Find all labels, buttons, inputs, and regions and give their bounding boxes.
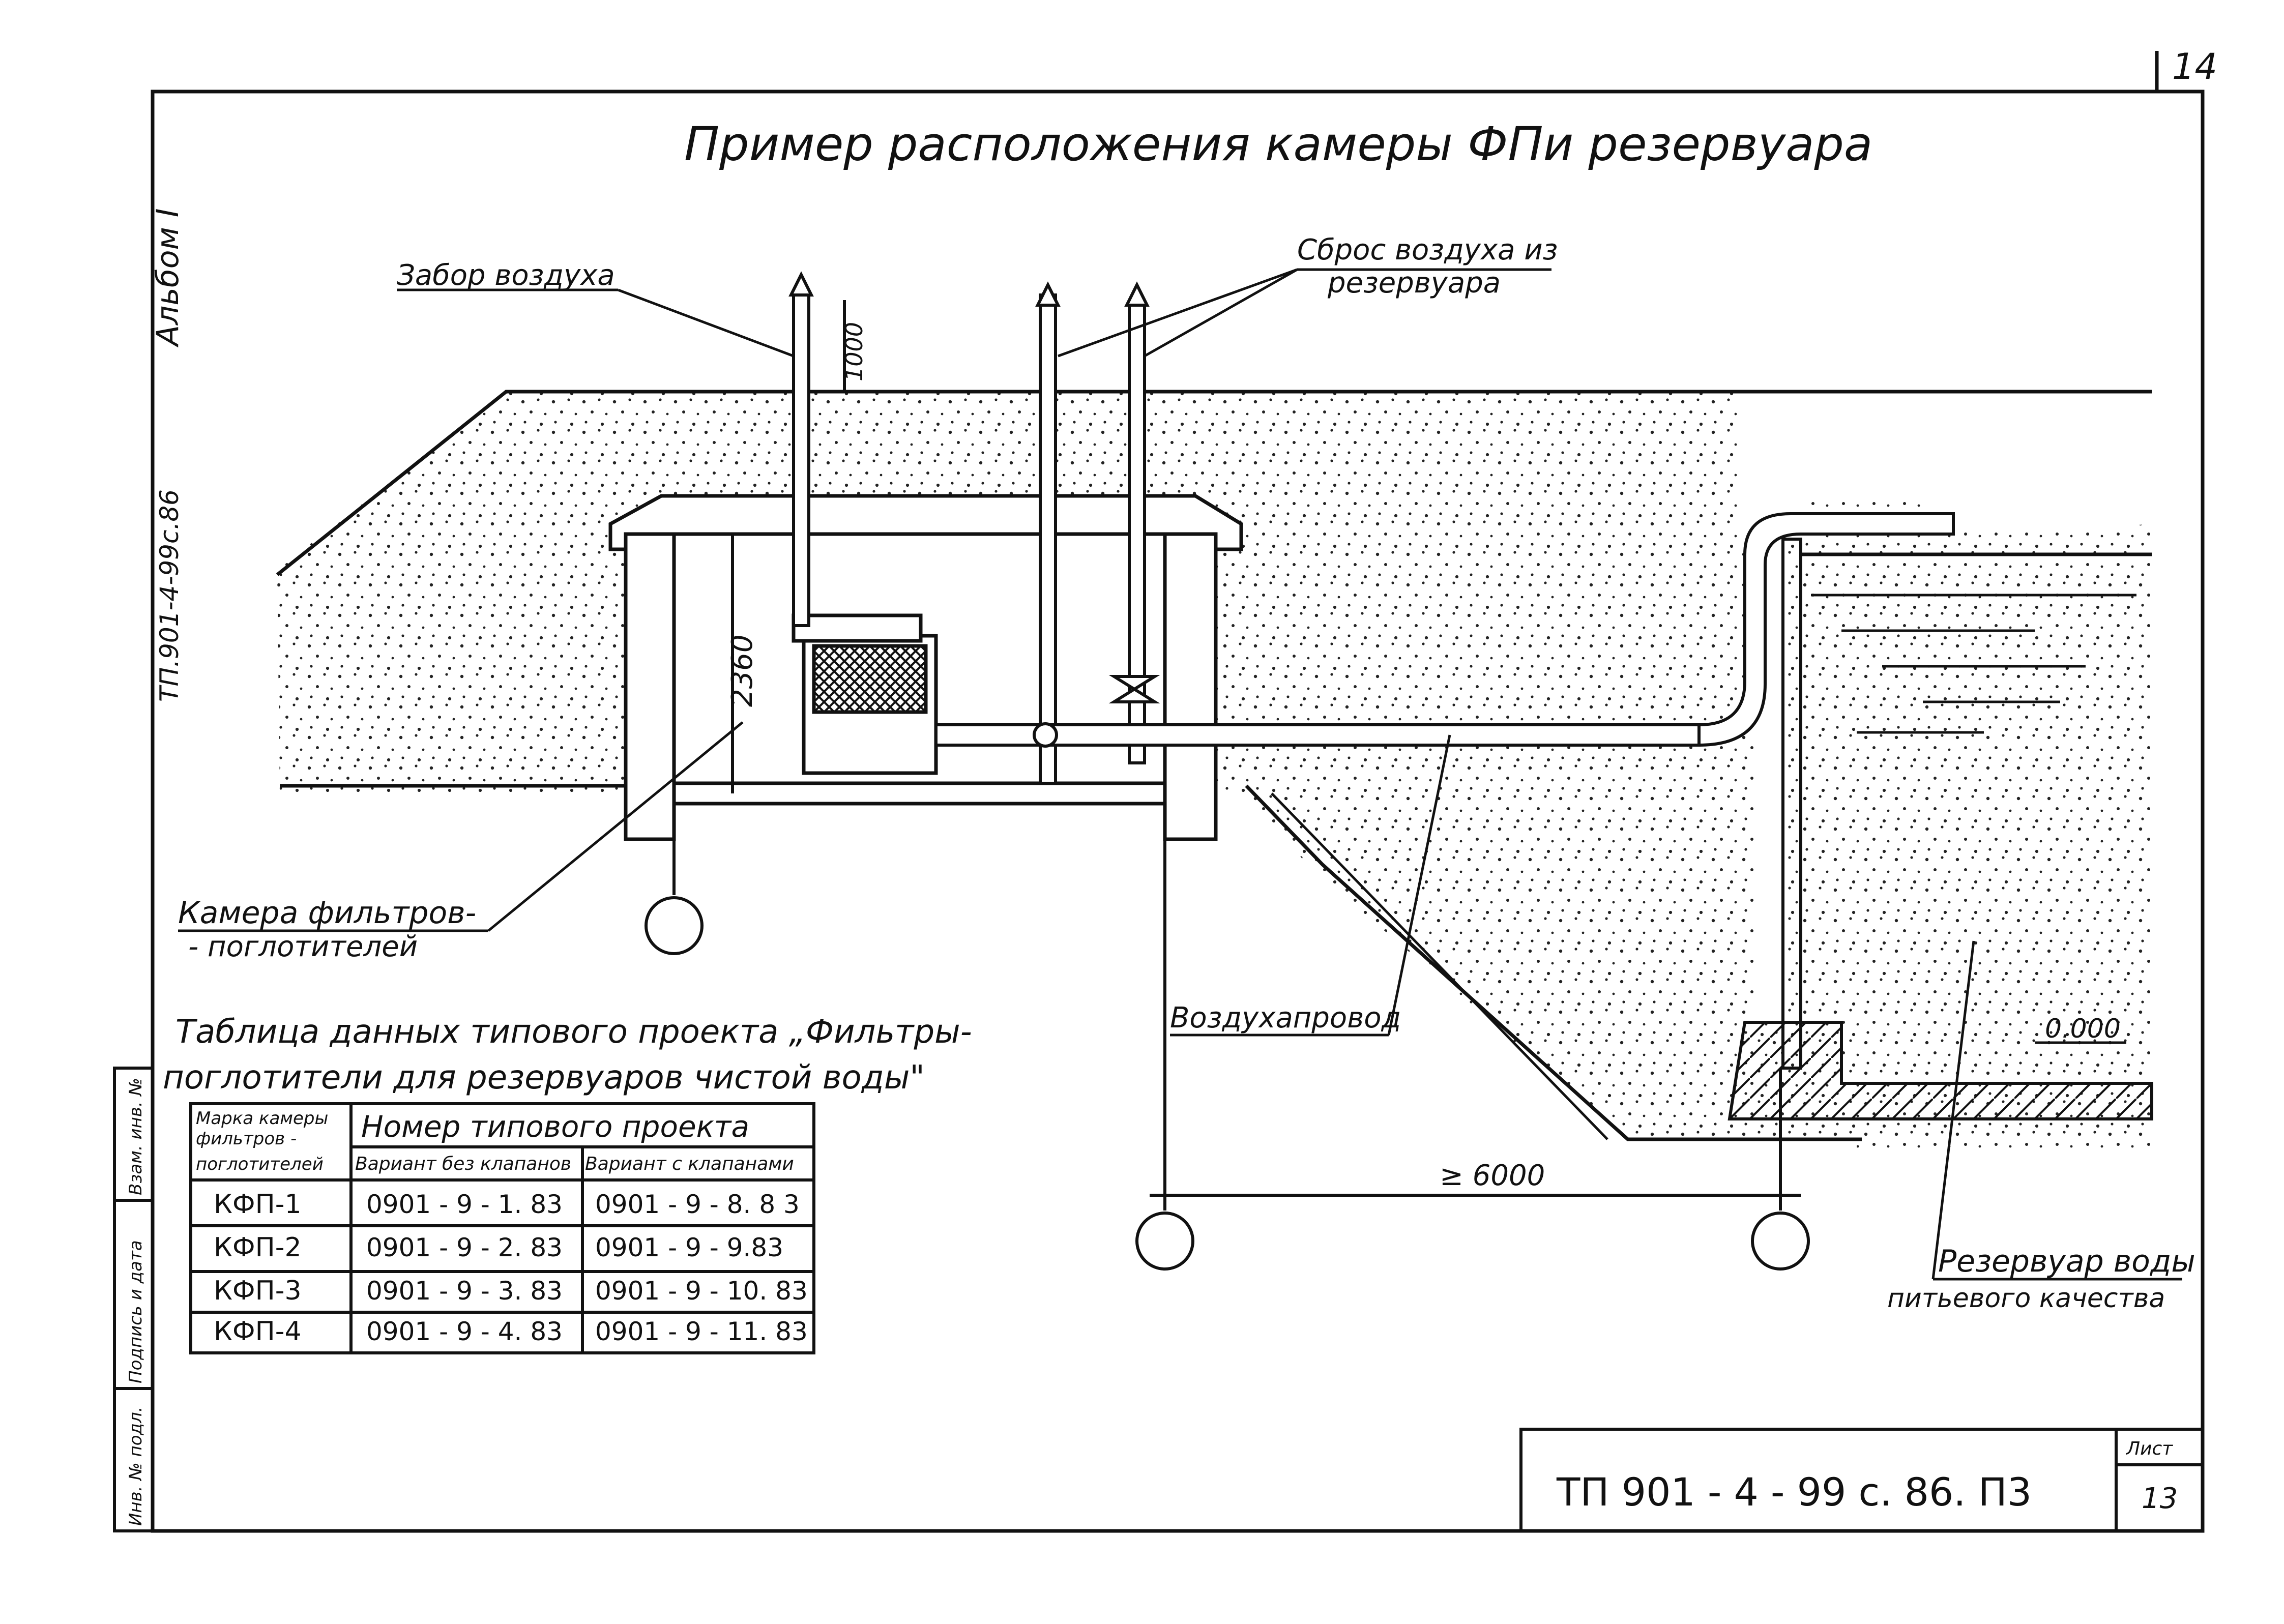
stamp-code: ТП 901 - 4 - 99 с. 86. П3 bbox=[1556, 1469, 2032, 1515]
data-table-grid bbox=[189, 1102, 815, 1354]
label-exhaust-2: резервуара bbox=[1327, 267, 1501, 300]
leader-lines bbox=[178, 268, 2182, 1281]
table-header-mark-2: фильтров - bbox=[196, 1129, 297, 1149]
table-row: КФП-2 0901 - 9 - 2. 83 0901 - 9 - 9.83 bbox=[214, 1232, 783, 1263]
sheet-title: Пример расположения камеры ФПи резервуар… bbox=[684, 117, 1872, 171]
side-stamp-grid bbox=[113, 1067, 154, 1532]
table-cell-mark: КФП-3 bbox=[214, 1276, 302, 1306]
table-header-col2: Вариант без клапанов bbox=[355, 1154, 571, 1174]
side-doc-code: ТП.901-4-99с.86 bbox=[155, 489, 184, 702]
table-header-mark-1: Марка камеры bbox=[196, 1108, 328, 1129]
table-cell-with-valves: 0901 - 9 - 8. 8 3 bbox=[595, 1190, 800, 1219]
dim-1000: 1000 bbox=[840, 322, 868, 381]
table-cell-no-valves: 0901 - 9 - 4. 83 bbox=[366, 1317, 563, 1346]
table-header-mark-3: поглотителей bbox=[196, 1154, 324, 1174]
table-cell-no-valves: 0901 - 9 - 2. 83 bbox=[366, 1233, 563, 1262]
table-row: КФП-3 0901 - 9 - 3. 83 0901 - 9 - 10. 83 bbox=[214, 1276, 808, 1306]
sheet-corner-number: 14 bbox=[2172, 46, 2217, 87]
table-row: КФП-1 0901 - 9 - 1. 83 0901 - 9 - 8. 8 3 bbox=[214, 1189, 800, 1220]
table-cell-mark: КФП-1 bbox=[214, 1189, 302, 1220]
table-header-group: Номер типового проекта bbox=[361, 1109, 749, 1144]
table-cell-with-valves: 0901 - 9 - 11. 83 bbox=[595, 1317, 808, 1346]
table-cell-mark: КФП-4 bbox=[214, 1316, 302, 1347]
sheet-number: 13 bbox=[2142, 1482, 2178, 1515]
label-intake: Забор воздуха bbox=[397, 259, 615, 292]
axis-markers bbox=[645, 300, 1810, 1271]
label-reservoir-2: питьевого качества bbox=[1887, 1283, 2165, 1314]
side-stamp-replace: Взам. инв. № bbox=[126, 1078, 146, 1195]
label-chamber-1: Камера фильтров- bbox=[178, 895, 476, 931]
label-reservoir-1: Резервуар воды bbox=[1938, 1244, 2195, 1279]
sheet-label: Лист bbox=[2125, 1438, 2173, 1459]
table-cell-with-valves: 0901 - 9 - 10. 83 bbox=[595, 1276, 808, 1306]
table-cell-no-valves: 0901 - 9 - 3. 83 bbox=[366, 1276, 563, 1306]
table-cell-no-valves: 0901 - 9 - 1. 83 bbox=[366, 1190, 563, 1219]
label-chamber-2: - поглотителей bbox=[188, 930, 418, 963]
album-label: Альбом I bbox=[150, 209, 186, 348]
table-cell-mark: КФП-2 bbox=[214, 1232, 302, 1263]
label-duct: Воздухапровод bbox=[1170, 1001, 1401, 1035]
side-stamp-inv: Инв. № подл. bbox=[126, 1406, 146, 1526]
label-level: 0.000 bbox=[2045, 1014, 2121, 1044]
side-stamp-signature: Подпись и дата bbox=[126, 1240, 146, 1383]
table-caption-2: поглотители для резервуаров чистой воды" bbox=[163, 1059, 925, 1097]
table-cell-with-valves: 0901 - 9 - 9.83 bbox=[595, 1233, 783, 1262]
label-distance: ≥ 6000 bbox=[1440, 1159, 1545, 1192]
table-caption-1: Таблица данных типового проекта „Фильтры… bbox=[175, 1013, 972, 1051]
table-header-col3: Вариант с клапанами bbox=[585, 1154, 794, 1174]
filter-chamber bbox=[608, 494, 1243, 841]
water-lines bbox=[1811, 594, 2136, 734]
reservoir bbox=[1727, 538, 2153, 1120]
air-pipes bbox=[788, 271, 1955, 785]
table-row: КФП-4 0901 - 9 - 4. 83 0901 - 9 - 11. 83 bbox=[214, 1316, 808, 1347]
sheet-frame bbox=[151, 51, 2205, 1533]
label-exhaust-1: Сброс воздуха из bbox=[1297, 233, 1558, 267]
dim-2360: 2360 bbox=[726, 634, 759, 707]
title-block-grid bbox=[1519, 1428, 2204, 1532]
